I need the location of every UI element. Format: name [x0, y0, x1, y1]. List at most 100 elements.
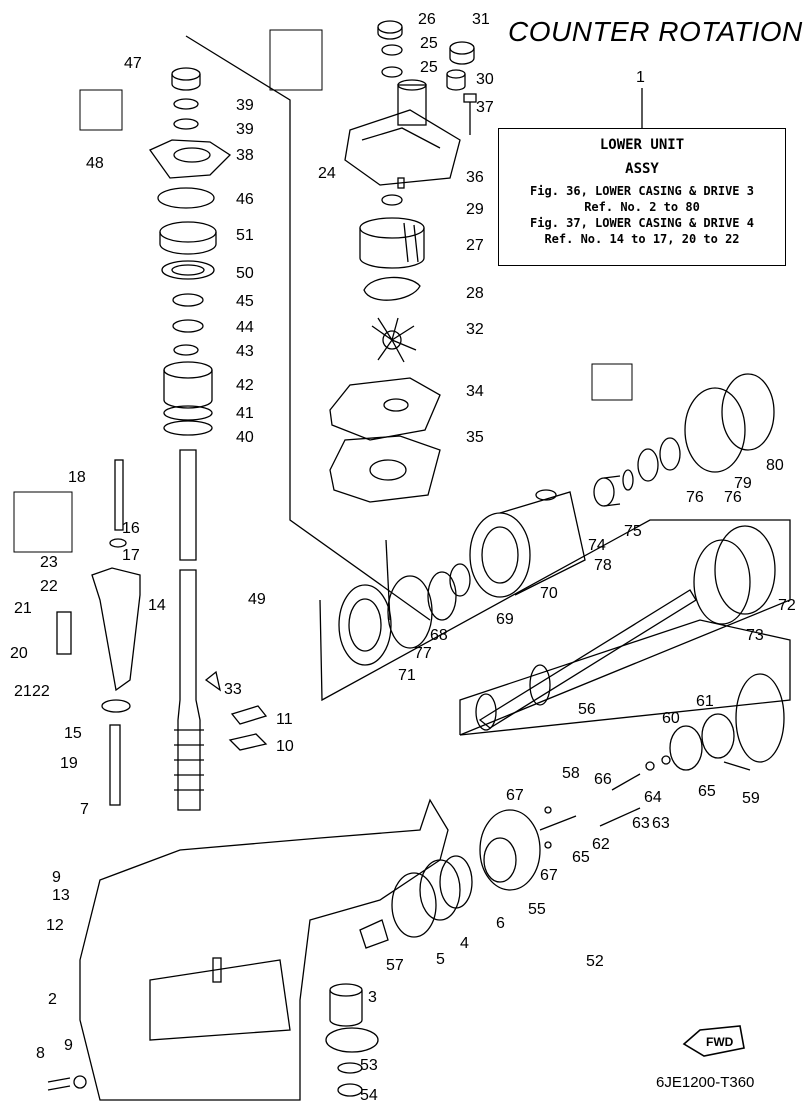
- callout-number: 70: [540, 585, 558, 602]
- callout-number: 68: [430, 627, 448, 644]
- fwd-label: FWD: [706, 1035, 734, 1049]
- callout-number: 50: [236, 265, 254, 282]
- callout-number: 42: [236, 377, 254, 394]
- callout-number: 6: [496, 915, 505, 932]
- callout-number: 65: [698, 783, 716, 800]
- callout-number: 58: [562, 765, 580, 782]
- callout-number: 48: [86, 155, 104, 172]
- callout-number: 23: [40, 554, 58, 571]
- callout-number: 27: [466, 237, 484, 254]
- reference-box: LOWER UNIT ASSY Fig. 36, LOWER CASING & …: [498, 128, 786, 266]
- callout-number: 67: [540, 867, 558, 884]
- callout-number: 31: [472, 11, 490, 28]
- callout-number: 21: [14, 683, 32, 700]
- callout-number: 44: [236, 319, 254, 336]
- callout-number: 49: [248, 591, 266, 608]
- callout-number: 63: [652, 815, 670, 832]
- callout-number: 66: [594, 771, 612, 788]
- callout-number: 22: [40, 578, 58, 595]
- callout-number: 33: [224, 681, 242, 698]
- callout-number: 41: [236, 405, 254, 422]
- callout-number: 10: [276, 738, 294, 755]
- ref-line-5: Fig. 37, LOWER CASING & DRIVE 4: [530, 216, 754, 230]
- impeller-shape: [371, 317, 417, 363]
- callout-number: 18: [68, 469, 86, 486]
- callout-number: 29: [466, 201, 484, 218]
- line-art: [13, 20, 791, 1101]
- callout-number: 67: [506, 787, 524, 804]
- callout-number: 45: [236, 293, 254, 310]
- callout-number: 60: [662, 710, 680, 727]
- callout-number: 72: [778, 597, 796, 614]
- callout-number: 38: [236, 147, 254, 164]
- fwd-arrow-shape: [682, 1025, 745, 1057]
- callout-number: 53: [360, 1057, 378, 1074]
- callout-number: 13: [52, 887, 70, 904]
- ref-line-4: Ref. No. 2 to 80: [584, 200, 700, 214]
- callout-number: 34: [466, 383, 484, 400]
- callout-number: 9: [52, 869, 61, 886]
- callout-number: 76: [686, 489, 704, 506]
- callout-number: 43: [236, 343, 254, 360]
- callout-number: 39: [236, 97, 254, 114]
- callout-number: 78: [594, 557, 612, 574]
- callout-number: 76: [724, 489, 742, 506]
- callout-number: 79: [734, 475, 752, 492]
- callout-number: 17: [122, 547, 140, 564]
- callout-number: 80: [766, 457, 784, 474]
- callout-number: 57: [386, 957, 404, 974]
- ref-line-3: Fig. 36, LOWER CASING & DRIVE 3: [530, 184, 754, 198]
- callout-number: 20: [10, 645, 28, 662]
- callout-number: 4: [460, 935, 469, 952]
- callout-number: 64: [644, 789, 662, 806]
- ref-line-6: Ref. No. 14 to 17, 20 to 22: [544, 232, 740, 246]
- callout-number: 24: [318, 165, 336, 182]
- callout-number: 62: [592, 836, 610, 853]
- callout-number: 25: [420, 59, 438, 76]
- callout-number: 77: [414, 645, 432, 662]
- callout-number: 7: [80, 801, 89, 818]
- callout-number: 35: [466, 429, 484, 446]
- callout-number: 30: [476, 71, 494, 88]
- callout-number: 3: [368, 989, 377, 1006]
- callout-number: 37: [476, 99, 494, 116]
- callout-number: 12: [46, 917, 64, 934]
- callout-number: 9: [64, 1037, 73, 1054]
- ref-number: 1: [636, 69, 645, 86]
- callout-number: 11: [276, 711, 293, 728]
- callout-number: 15: [64, 725, 82, 742]
- callout-number: 71: [398, 667, 416, 684]
- callout-number: 75: [624, 523, 642, 540]
- ref-line-1: LOWER UNIT: [599, 137, 685, 153]
- callout-number: 74: [588, 537, 606, 554]
- callout-number: 73: [746, 627, 764, 644]
- callout-number: 40: [236, 429, 254, 446]
- callout-number: 26: [418, 11, 436, 28]
- callout-number: 2: [48, 991, 57, 1008]
- callout-number: 55: [528, 901, 546, 918]
- callout-number: 36: [466, 169, 484, 186]
- callout-number: 25: [420, 35, 438, 52]
- callout-number: 39: [236, 121, 254, 138]
- ref-line-2: ASSY: [625, 161, 659, 177]
- callout-number: 51: [236, 227, 254, 244]
- callout-number: 56: [578, 701, 596, 718]
- callout-number: 16: [122, 520, 140, 537]
- callout-number: 65: [572, 849, 590, 866]
- callout-number: 52: [586, 953, 604, 970]
- callout-number: 21: [14, 600, 32, 617]
- callout-number: 47: [124, 55, 142, 72]
- callout-number: 28: [466, 285, 484, 302]
- callout-number: 63: [632, 815, 650, 832]
- callout-number: 69: [496, 611, 514, 628]
- callout-number: 8: [36, 1045, 45, 1062]
- callout-number: 5: [436, 951, 445, 968]
- callout-number: 46: [236, 191, 254, 208]
- callout-number: 32: [466, 321, 484, 338]
- callout-number: 19: [60, 755, 78, 772]
- callout-number: 54: [360, 1087, 378, 1104]
- diagram-title: COUNTER ROTATION: [508, 16, 803, 47]
